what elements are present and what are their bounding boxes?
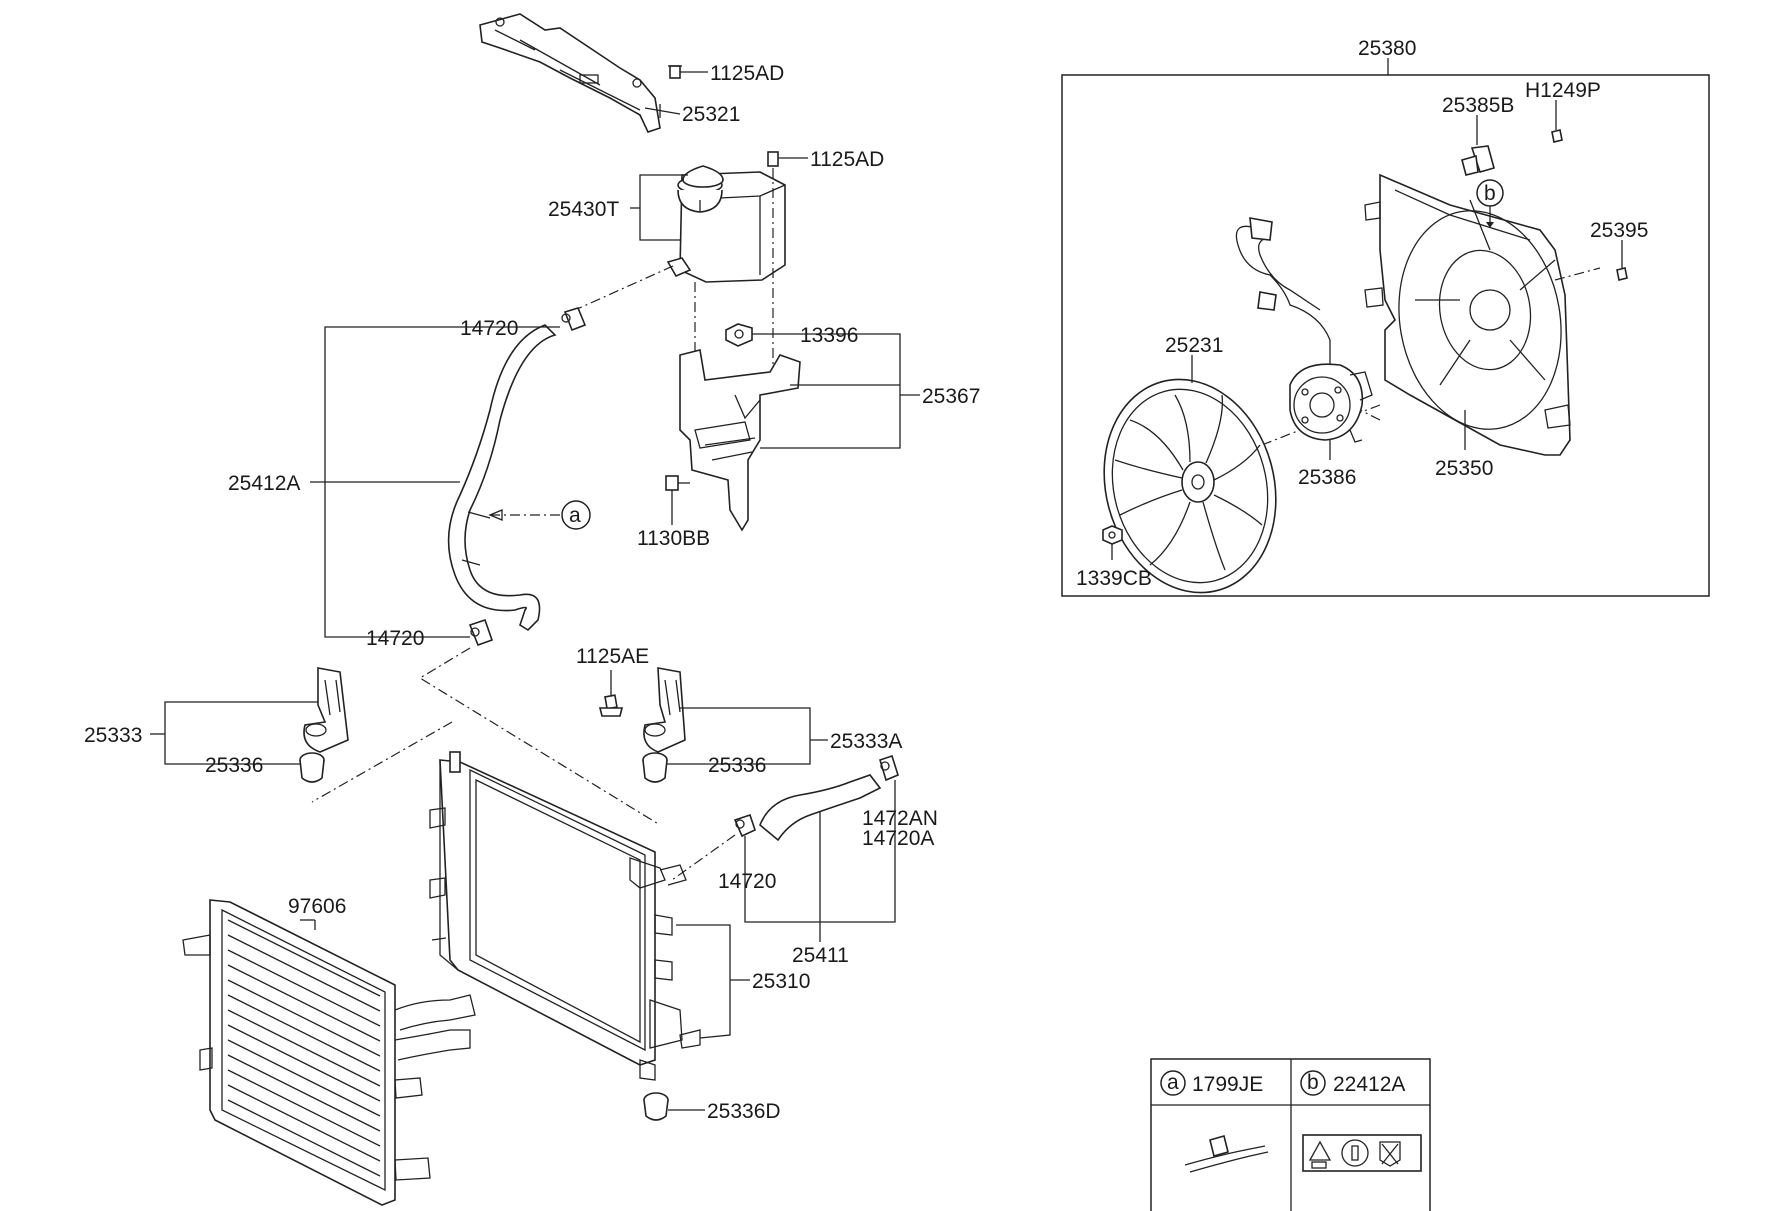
reservoir-tank-25430T: [666, 171, 786, 283]
legend-b-part: 22412A: [1333, 1073, 1405, 1096]
screw-25395: [1616, 267, 1628, 281]
legend-a-part: 1799JE: [1192, 1073, 1263, 1096]
marker-b-shroud: b: [1484, 182, 1496, 205]
callout-1339CB: 1339CB: [1076, 567, 1152, 590]
callout-25386: 25386: [1298, 466, 1356, 489]
callout-1125AD-tank: 1125AD: [810, 148, 884, 171]
warning-label-icon: [1302, 1134, 1422, 1172]
callout-14720A: 14720A: [862, 827, 934, 850]
callout-97606: 97606: [288, 895, 346, 918]
reservoir-cap: [682, 165, 724, 188]
lower-hose-25411: [759, 774, 882, 842]
callout-25430T: 25430T: [548, 198, 619, 221]
callout-1130BB: 1130BB: [637, 527, 710, 550]
callout-25231: 25231: [1165, 334, 1223, 357]
callout-25336D: 25336D: [707, 1100, 781, 1123]
callout-25412A: 25412A: [228, 472, 300, 495]
screw-H1249P: [1551, 129, 1563, 143]
callout-25395: 25395: [1590, 219, 1648, 242]
upper-bracket-25321: [479, 13, 661, 133]
drain-plug-25336D: [643, 1092, 669, 1121]
bracket-25367: [679, 349, 801, 532]
callout-1472AN: 1472AN: [862, 807, 938, 830]
callout-25411: 25411: [792, 944, 849, 967]
cable-tie-icon: [1184, 1135, 1269, 1173]
callout-25321: 25321: [682, 103, 740, 126]
callout-1125AE: 1125AE: [576, 645, 649, 668]
callout-13396: 13396: [800, 324, 858, 347]
callout-25336-right: 25336: [708, 754, 766, 777]
cooling-fan-25231: [1103, 378, 1277, 594]
callout-25310: 25310: [752, 970, 810, 993]
bolt-1125AD-top: [668, 65, 682, 79]
fan-motor-25386: [1289, 363, 1373, 443]
motor-harness: [1235, 217, 1331, 370]
connector-25385B: [1461, 145, 1495, 176]
hose-clamp-lower: [468, 618, 494, 647]
callout-25350: 25350: [1435, 457, 1493, 480]
callout-25333A: 25333A: [830, 730, 902, 753]
nut-13396: [725, 323, 753, 347]
callout-25333: 25333: [84, 724, 142, 747]
callout-25385B: 25385B: [1442, 94, 1514, 117]
mount-bracket-25333: [303, 667, 349, 753]
bolt-1130BB: [665, 475, 690, 491]
callout-H1249P: H1249P: [1525, 79, 1601, 102]
callout-25336-left: 25336: [205, 754, 263, 777]
rubber-insulator-25336-right: [642, 752, 668, 783]
callout-14720-right: 14720: [718, 870, 776, 893]
bolt-1125AD-tank: [767, 151, 779, 167]
bolt-1125AE: [598, 694, 624, 717]
rubber-insulator-25336-left: [299, 752, 325, 783]
mount-bracket-25333A: [643, 667, 686, 753]
legend-b-letter: b: [1307, 1071, 1319, 1094]
nut-1339CB: [1102, 525, 1123, 545]
fan-shroud-25350: [1364, 173, 1571, 456]
radiator-25310: [429, 751, 701, 1081]
callout-1125AD-top: 1125AD: [710, 62, 784, 85]
hose-clamp-14720-right: [733, 813, 756, 838]
callout-25380: 25380: [1358, 37, 1416, 60]
callout-25367: 25367: [922, 385, 980, 408]
fan-assembly-box: [1061, 74, 1710, 597]
hose-clamp-14720A: [879, 754, 899, 782]
hose-clamp-upper: [561, 307, 587, 332]
callout-14720-lower: 14720: [366, 627, 424, 650]
legend-a-letter: a: [1167, 1071, 1179, 1094]
condenser-97606: [182, 899, 476, 1206]
legend-table: a 1799JE b 22412A: [1150, 1058, 1431, 1211]
callout-14720-upper: 14720: [460, 317, 518, 340]
marker-a-hose: a: [569, 504, 581, 527]
upper-hose-25412A: [447, 324, 557, 632]
